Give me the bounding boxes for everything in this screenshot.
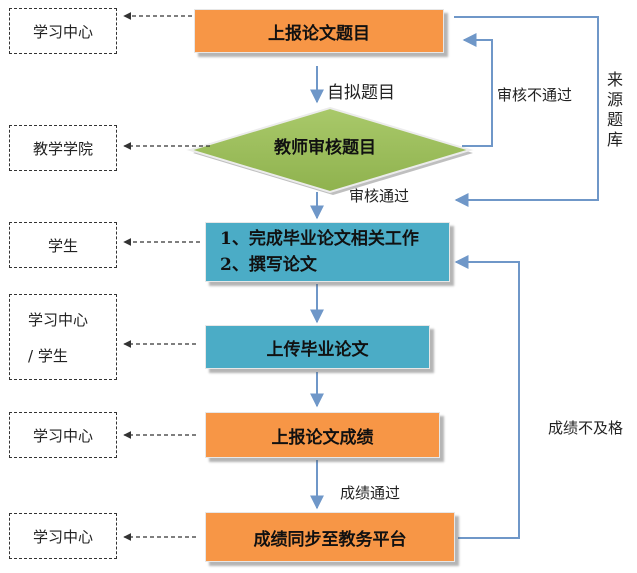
step-report-topic: 上报论文题目	[194, 9, 444, 53]
step-label: 教师审核题目	[274, 137, 376, 158]
source-bank-char: 题	[606, 110, 623, 129]
side-label: 学生	[47, 236, 78, 255]
side-box-study-center-2: 学习中心	[9, 412, 117, 458]
edge-label-grade-pass: 成绩通过	[340, 484, 401, 502]
side-label: 学习中心	[32, 426, 93, 445]
arrow-source-bank-loop	[454, 16, 599, 207]
step-label: 上报论文题目	[268, 23, 370, 44]
source-bank-char: 源	[606, 90, 623, 109]
step-label: 上传毕业论文	[266, 339, 369, 360]
side-box-teaching-college: 教学学院	[9, 125, 117, 171]
edge-label-self-topic: 自拟题目	[327, 83, 395, 103]
arrow-review-fail-loop	[462, 33, 493, 147]
side-box-study-center-1: 学习中心	[9, 8, 117, 54]
step-label: 成绩同步至教务平台	[253, 529, 407, 550]
side-label: 学习中心	[32, 527, 93, 546]
arrow-grade-fail-loop	[454, 255, 520, 539]
step-sync-grade: 成绩同步至教务平台	[205, 512, 455, 562]
source-bank-char: 来	[606, 70, 623, 89]
side-label: 学习中心	[32, 22, 93, 41]
step-upload-thesis: 上传毕业论文	[205, 325, 430, 369]
step-label-line2: 2、撰写论文	[220, 255, 317, 275]
side-box-student: 学生	[9, 222, 117, 268]
edge-label-review-fail: 审核不通过	[497, 86, 573, 104]
step-label-line1: 1、完成毕业论文相关工作	[220, 229, 419, 249]
side-label-line1: 学习中心	[28, 310, 89, 329]
step-label: 上报论文成绩	[271, 427, 374, 448]
step-report-grade: 上报论文成绩	[205, 412, 440, 458]
edge-label-review-pass: 审核通过	[349, 187, 410, 205]
side-box-study-center-student: 学习中心 / 学生	[9, 294, 117, 380]
step-complete-work: 1、完成毕业论文相关工作 2、撰写论文	[205, 222, 450, 282]
side-label: 教学学院	[32, 139, 93, 158]
edge-label-source-bank: 来 源 题 库	[606, 70, 624, 150]
side-label-line2: / 学生	[28, 346, 68, 365]
source-bank-char: 库	[606, 130, 623, 149]
side-box-study-center-3: 学习中心	[9, 513, 117, 559]
edge-label-grade-fail: 成绩不及格	[548, 419, 624, 437]
review-diamond	[186, 106, 474, 194]
step-review-topic: 教师审核题目	[190, 112, 460, 178]
